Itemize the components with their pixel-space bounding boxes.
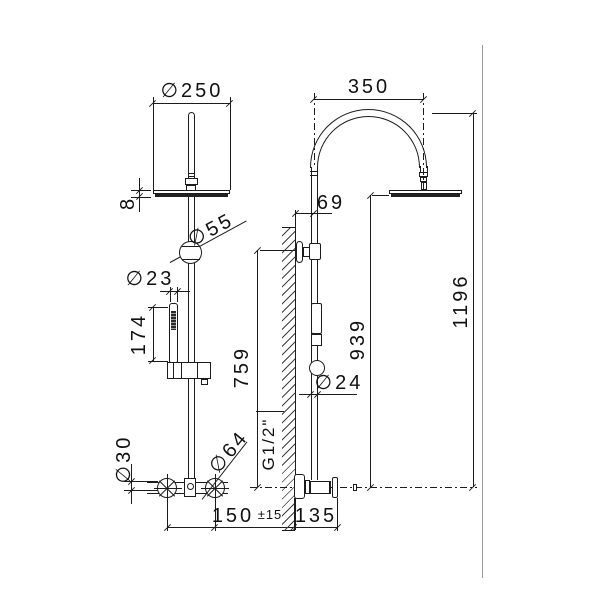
wall-edge [282,530,295,531]
hand-shower-side [310,303,322,334]
head-disc-side [388,189,462,194]
thread-label-line [256,411,284,412]
extension-line [169,287,171,302]
holder-hook [201,378,208,385]
wall-hatch [282,227,295,530]
dimension-line [293,527,337,528]
slider-chord [182,258,200,260]
extension-line [167,499,168,531]
dim-inlet-spacing-tolerance: ±15 [257,507,283,522]
arm-leg [419,166,421,172]
dim-arm-projection: 350 [347,76,391,98]
extension-line [295,210,296,227]
arm-collar [184,177,198,185]
valve-flange-side [293,474,305,499]
holder-detail-line [180,362,182,379]
bracket-block [309,243,321,260]
dim-headshower-height: 939 [346,317,369,361]
dim-total-height: 1196 [450,273,472,329]
arm-leg [426,166,428,172]
diverter-knob [186,483,194,490]
dim-handshower-diameter: ∅23 [125,268,175,290]
dim-connection-thread: G1/2" [259,417,278,471]
valve-handle-right [201,474,229,502]
holder-detail-line [172,362,174,379]
dimension-line [167,527,293,528]
extension-line [229,97,231,190]
dimension-line [299,394,357,395]
dimension-line [152,307,154,361]
dim-valve-depth: 135 [294,505,338,527]
extension-line [432,113,477,114]
dim-column-diameter: ∅24 [314,372,364,394]
extension-line [124,481,158,482]
holder-ball-side [308,360,325,376]
dimension-line [370,195,371,487]
extension-line [148,307,168,308]
stop-screw [352,483,357,491]
dimension-line [131,464,132,504]
extension-line [214,499,216,531]
extension-line [177,287,178,302]
extension-line [260,250,296,251]
dim-inlet-spacing: 150 [211,505,255,527]
extension-line [337,498,338,531]
column-joint-line [309,175,318,176]
valve-end-cap [331,476,338,498]
valve-handle-left [153,474,182,502]
extension-line [152,97,154,190]
wall-face-line [294,227,296,530]
valve-body-line [328,481,330,494]
hand-shower-side-lower [311,334,322,346]
column-front [194,197,195,479]
extension-line [131,190,151,191]
column-joint-line [309,171,318,172]
extension-line [131,196,151,198]
arm-joint-line [187,172,195,174]
valve-body-side [310,480,331,494]
shower-holder-front [167,362,211,379]
arm-joint-line [187,176,195,177]
column-front [187,197,189,479]
dimension-line [152,103,230,104]
bracket-flange [295,241,303,263]
hand-shower-grip [170,311,176,330]
spray-face [391,194,460,197]
valve-step [305,479,310,494]
holder-detail-line [196,362,198,379]
slider-chord [182,245,200,247]
dimension-line [472,113,474,487]
centerline [313,93,315,166]
spray-face [155,194,228,197]
dimension-line [313,99,423,100]
wall-edge [282,227,295,228]
extension-line [293,498,295,531]
extension-line [148,360,168,362]
centerline [423,93,424,191]
dim-head-diameter: ∅250 [160,80,224,102]
dim-bracket-height: 759 [231,345,253,389]
dim-column-wall-offset: 69 [316,192,346,214]
extension-line [124,490,158,491]
dimension-line [257,250,258,487]
extension-line [372,195,389,196]
frame-border-line [482,45,483,578]
valve-axis-centerline [250,487,477,488]
head-disc-front [152,189,230,194]
